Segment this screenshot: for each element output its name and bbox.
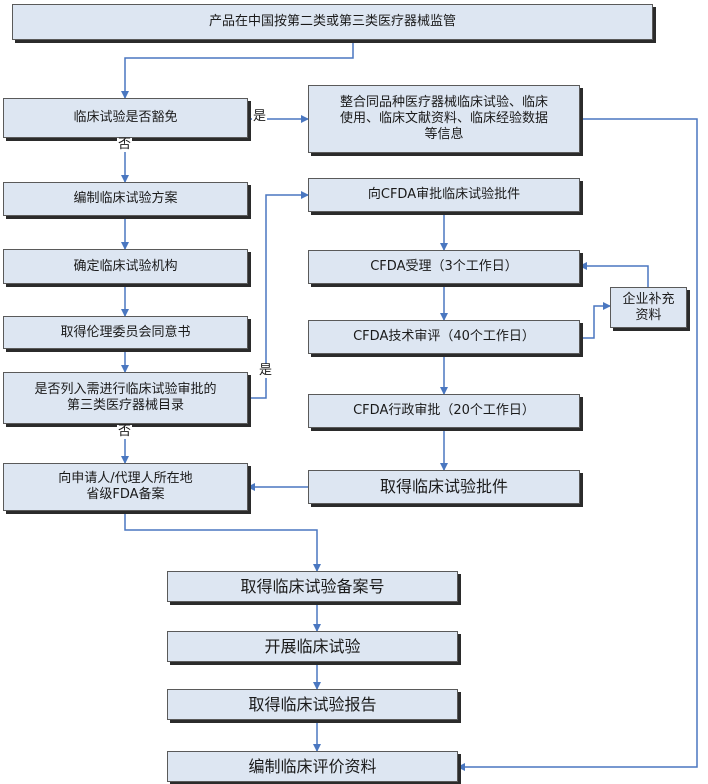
label-no-exempt: 否: [117, 137, 133, 152]
box-institution: 确定临床试验机构: [3, 249, 248, 284]
arrow-integrate-to-evaluation: [457, 118, 698, 771]
box-tech-review: CFDA技术审评（40个工作日）: [308, 320, 580, 354]
box-exempt: 临床试验是否豁免: [3, 98, 248, 138]
box-admin-approval: CFDA行政审批（20个工作日）: [308, 394, 580, 428]
box-plan: 编制临床试验方案: [3, 182, 248, 216]
box-accept: CFDA受理（3个工作日）: [308, 250, 580, 284]
box-report: 取得临床试验报告: [167, 689, 458, 720]
label-yes-exempt: 是: [252, 109, 268, 124]
box-top: 产品在中国按第二类或第三类医疗器械监管: [12, 4, 653, 40]
box-submit-cfda: 向CFDA审批临床试验批件: [308, 178, 580, 212]
box-supplement: 企业补充 资料: [610, 287, 687, 328]
box-integrate: 整合同品种医疗器械临床试验、临床 使用、临床文献资料、临床经验数据 等信息: [308, 85, 580, 153]
label-no-catalog: 否: [117, 424, 133, 439]
box-record-no: 取得临床试验备案号: [167, 571, 458, 602]
arrow-catalog-to-submit: [248, 191, 309, 399]
box-get-approval: 取得临床试验批件: [308, 470, 580, 504]
arrow-supplement-to-accept: [579, 262, 649, 287]
label-yes-catalog: 是: [258, 363, 274, 378]
arrow-record-to-recordno: [124, 511, 321, 572]
box-record: 向申请人/代理人所在地 省级FDA备案: [3, 463, 248, 511]
box-ethics: 取得伦理委员会同意书: [3, 316, 248, 349]
arrow-tech-to-supplement: [580, 302, 611, 339]
arrow-top-to-exempt: [121, 40, 354, 99]
box-conduct: 开展临床试验: [167, 631, 458, 662]
box-catalog: 是否列入需进行临床试验审批的 第三类医疗器械目录: [3, 372, 248, 424]
box-evaluation: 编制临床评价资料: [167, 751, 458, 782]
